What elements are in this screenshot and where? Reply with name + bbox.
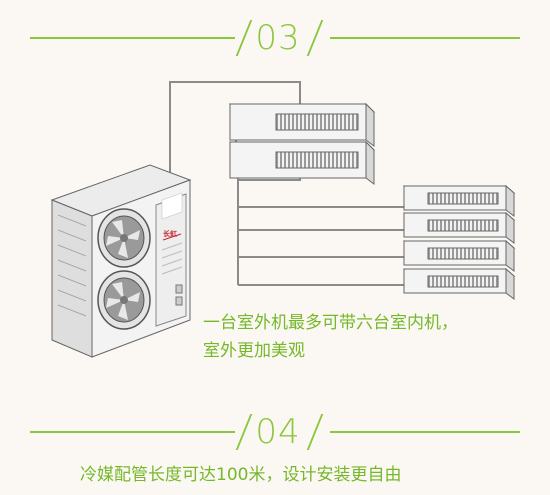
indoor-unit-1 [228,102,376,147]
fan-upper [97,208,151,268]
pipe-main [169,81,301,197]
step-03-header: 03 [0,16,550,60]
fan-lower [97,270,151,330]
caption-03-line-2: 室外更加美观 [203,341,305,361]
outdoor-unit: 长虹 [50,164,192,358]
step-04-header: 04 [0,410,550,454]
caption-03-line-1: 一台室外机最多可带六台室内机， [203,313,458,333]
brand-logo: 长虹 [163,229,177,238]
caption-04: 冷媒配管长度可达100米，设计安装更自由 [80,465,402,485]
slash-decoration [312,414,318,450]
divider-right [330,431,520,433]
step-number: 04 [255,412,301,452]
indoor-unit-6 [402,267,516,300]
indoor-unit-2 [228,140,376,185]
slash-decoration [241,414,247,450]
divider-right [330,37,520,39]
step-number: 03 [255,18,301,58]
divider-left [30,431,235,433]
indoor-unit-3 [402,184,516,217]
system-diagram: 长虹 [50,81,516,358]
divider-left [30,37,235,39]
indoor-unit-4 [402,211,516,244]
indoor-unit-5 [402,239,516,272]
